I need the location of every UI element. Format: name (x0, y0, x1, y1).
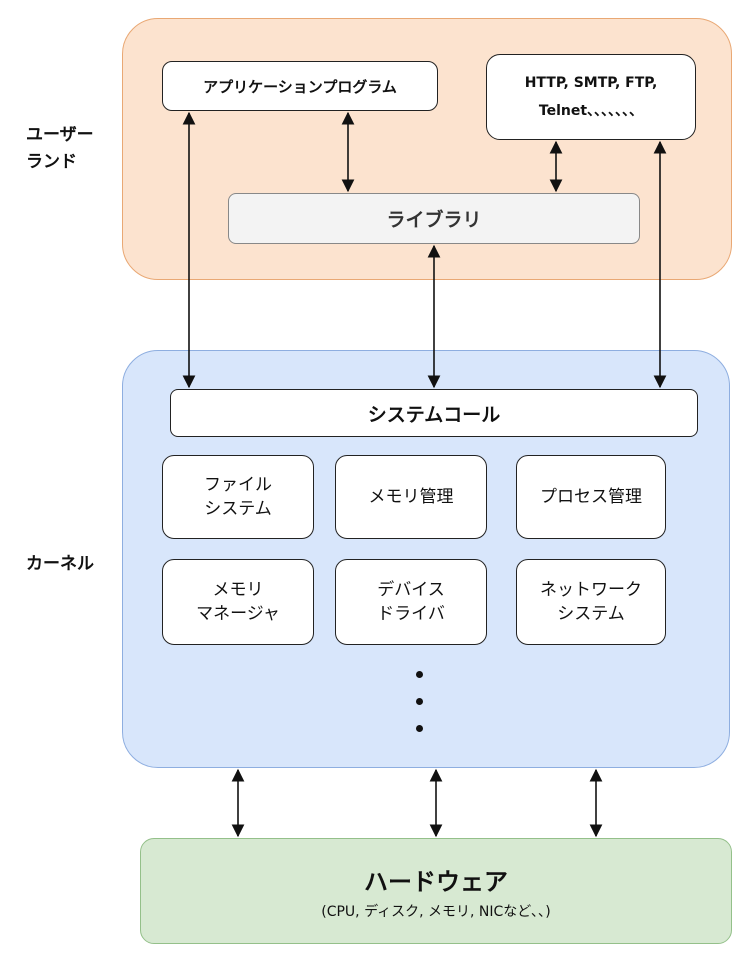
kernel-module-box: プロセス管理 (516, 455, 666, 539)
ellipsis-dot (416, 698, 423, 705)
kernel-module-box: ネットワーク システム (516, 559, 666, 645)
application-program-box: アプリケーションプログラム (162, 61, 438, 111)
system-call-box: システムコール (170, 389, 698, 437)
protocols-line-2: Telnet、、、、、、、 (538, 103, 644, 119)
process-management-label: プロセス管理 (540, 487, 642, 507)
protocols-box: HTTP, SMTP, FTP, Telnet、、、、、、、 (486, 54, 696, 140)
file-system-label: ファイル システム (204, 475, 272, 519)
device-driver-label: デバイス ドライバ (377, 580, 445, 624)
kernel-module-box: メモリ マネージャ (162, 559, 314, 645)
hardware-box: ハードウェア (CPU, ディスク, メモリ, NICなど､､) (140, 838, 732, 944)
protocols-line-1: HTTP, SMTP, FTP, (524, 75, 658, 91)
network-system-label: ネットワーク システム (540, 580, 642, 624)
system-call-label: システムコール (367, 403, 501, 426)
application-program-label: アプリケーションプログラム (203, 77, 397, 96)
ellipsis-dot (416, 725, 423, 732)
kernel-module-box: メモリ管理 (335, 455, 487, 539)
kernel-label: カーネル (26, 554, 94, 574)
ellipsis-dot (416, 671, 423, 678)
memory-management-label: メモリ管理 (368, 487, 454, 507)
kernel-module-box: ファイル システム (162, 455, 314, 539)
hardware-subtitle: (CPU, ディスク, メモリ, NICなど､､) (321, 903, 551, 920)
library-box: ライブラリ (228, 193, 640, 244)
userland-label: ユーザー ランド (26, 125, 94, 172)
kernel-module-box: デバイス ドライバ (335, 559, 487, 645)
hardware-title: ハードウェア (364, 867, 508, 896)
library-label: ライブラリ (386, 209, 482, 231)
memory-manager-label: メモリ マネージャ (196, 580, 280, 624)
